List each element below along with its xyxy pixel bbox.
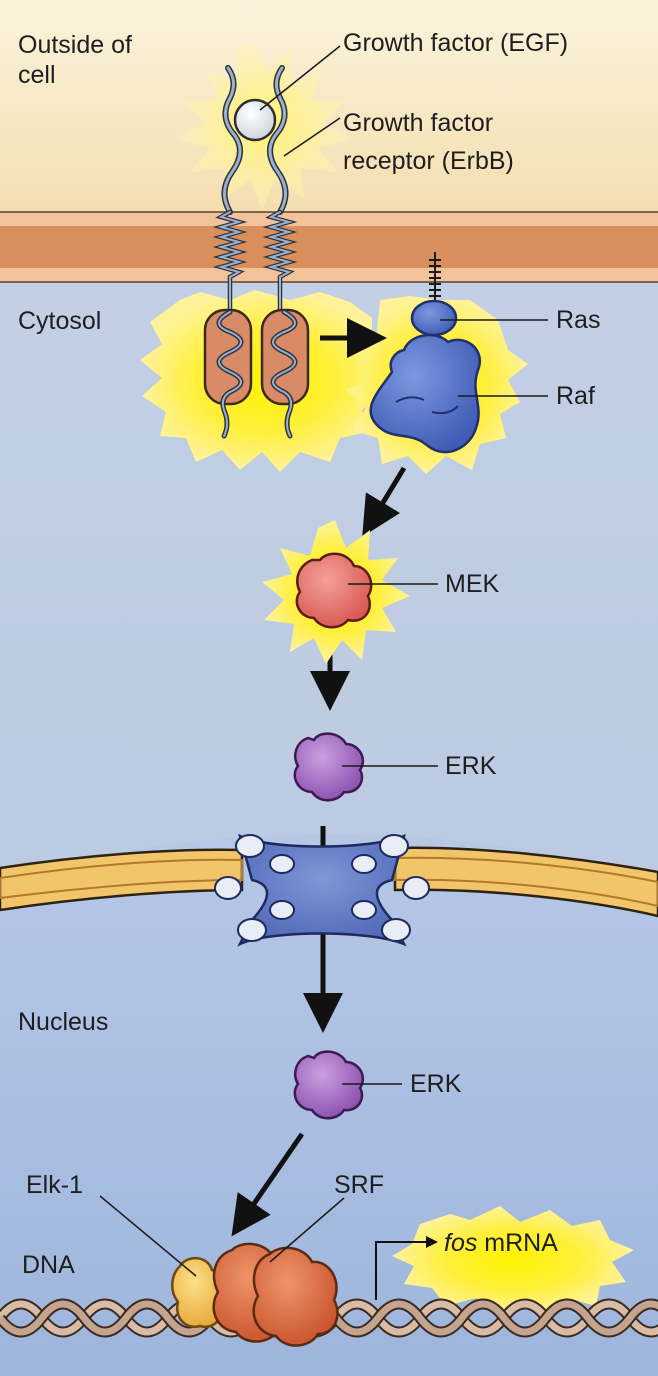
leader-elk1	[99, 1195, 197, 1277]
srf-protein-right	[252, 1246, 339, 1347]
fos-mrna-glow	[392, 1206, 634, 1314]
egfr-receptor-dimer	[203, 65, 310, 439]
label-leader-lines	[99, 45, 548, 1277]
srf-label: SRF	[334, 1171, 384, 1199]
receptor-label-line1: Growth factor	[343, 109, 494, 137]
leader-receptor	[283, 117, 341, 157]
leader-srf	[269, 1197, 345, 1263]
cytosol-label: Cytosol	[18, 307, 102, 335]
mek-protein	[295, 552, 373, 629]
growth-factor-label: Growth factor (EGF)	[343, 29, 569, 57]
nuclear-pore-complex	[214, 833, 430, 947]
leader-egf	[259, 45, 341, 111]
raf-label: Raf	[556, 382, 595, 410]
dna-label: DNA	[22, 1251, 75, 1279]
erk-protein-nucleus	[293, 1050, 365, 1120]
receptor-label-line2: receptor (ErbB)	[343, 147, 514, 175]
raf-protein	[369, 333, 481, 454]
erk-nucleus-label: ERK	[410, 1070, 462, 1098]
erk-cytosol-label: ERK	[445, 752, 497, 780]
fos-mrna-label: fos mRNA	[444, 1228, 558, 1258]
arrow-raf-to-mek	[362, 466, 407, 537]
mrna-text: mRNA	[477, 1229, 558, 1257]
arrow-erk-to-elk1	[231, 1132, 305, 1237]
elk1-label: Elk-1	[26, 1171, 83, 1199]
nucleus-label: Nucleus	[18, 1008, 109, 1036]
transcription-start-arrow	[375, 1241, 430, 1300]
nuclear-envelope	[0, 846, 658, 918]
fos-gene-name: fos	[444, 1229, 478, 1257]
erk-protein-cytosol	[293, 732, 365, 802]
ras-membrane-anchor	[429, 252, 441, 306]
transcription-start-arrowhead	[426, 1236, 438, 1248]
plasma-membrane	[0, 211, 658, 283]
ras-label: Ras	[556, 306, 601, 334]
mek-label: MEK	[445, 570, 500, 598]
ras-protein	[410, 299, 458, 337]
egf-ligand	[233, 98, 277, 142]
outside-of-cell-label: Outside of cell	[18, 31, 132, 89]
raf-surface-detail	[395, 396, 459, 415]
